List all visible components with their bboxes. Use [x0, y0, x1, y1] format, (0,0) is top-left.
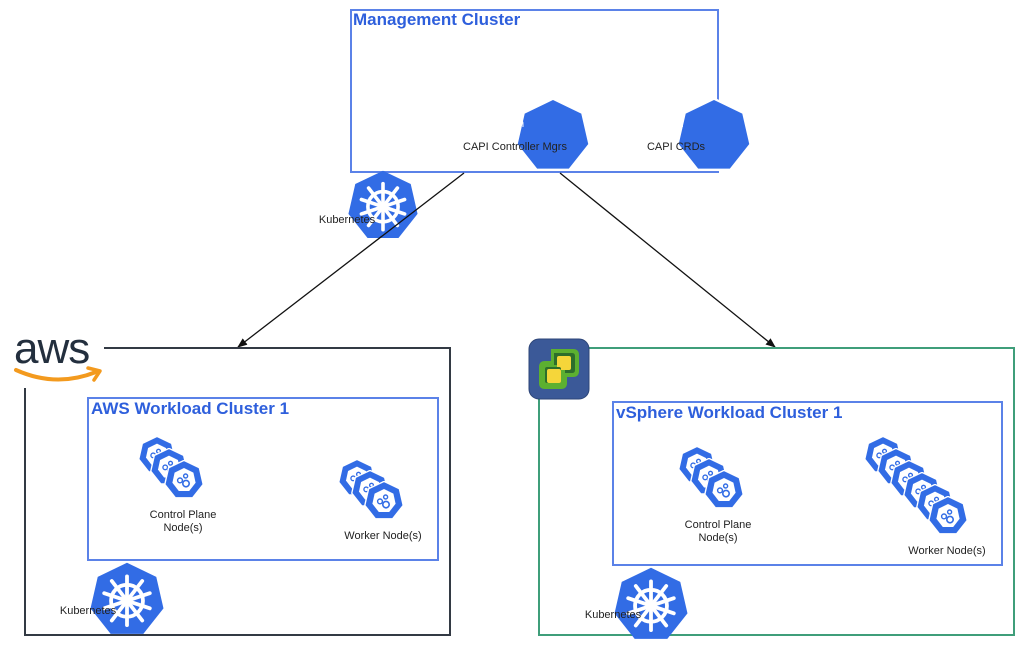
aws-worker-nodes-icon — [336, 457, 408, 527]
aws-provider-box — [24, 347, 451, 636]
controller-manager-badge: c-m — [505, 118, 525, 130]
aws-smile-icon — [14, 366, 102, 382]
aws-control-plane-label-1: Control Plane — [149, 509, 217, 521]
aws-control-plane-label-2: Node(s) — [163, 522, 203, 534]
management-cluster-box — [350, 9, 719, 173]
aws-workload-cluster-box — [87, 397, 439, 561]
management-cluster-title: Management Cluster — [353, 10, 521, 29]
aws-workload-cluster-title: AWS Workload Cluster 1 — [91, 399, 290, 418]
crd-puzzle-icon — [661, 74, 715, 136]
vsphere-control-plane-label-1: Control Plane — [684, 519, 752, 531]
aws-control-plane-nodes-icon — [136, 434, 208, 504]
crd-label: CAPI CRDs — [646, 141, 706, 153]
aws-logo: aws — [8, 324, 104, 388]
vsphere-workload-cluster-title: vSphere Workload Cluster 1 — [616, 403, 843, 422]
vsphere-control-plane-label-2: Node(s) — [698, 532, 738, 544]
vsphere-kubernetes-label: Kubernetes — [584, 609, 642, 621]
vsphere-control-plane-nodes-icon — [676, 444, 748, 514]
vsphere-provider-box — [538, 347, 1015, 636]
vsphere-logo-icon — [528, 338, 590, 400]
arrow-to-vsphere — [559, 172, 776, 348]
crd-badge: crd — [668, 118, 684, 130]
aws-kubernetes-helm-icon — [50, 524, 128, 600]
aws-worker-label: Worker Node(s) — [344, 530, 422, 542]
vsphere-worker-label: Worker Node(s) — [908, 545, 986, 557]
aws-kubernetes-label: Kubernetes — [59, 605, 117, 617]
management-kubernetes-label: Kubernetes — [318, 214, 376, 226]
aws-logo-text: aws — [14, 324, 90, 373]
arrow-to-aws — [237, 172, 465, 348]
vsphere-workload-cluster-box — [612, 401, 1003, 566]
vsphere-worker-nodes-icon — [862, 434, 974, 544]
controller-manager-label: CAPI Controller Mgrs — [463, 141, 567, 153]
vsphere-kubernetes-helm-icon — [574, 529, 652, 605]
